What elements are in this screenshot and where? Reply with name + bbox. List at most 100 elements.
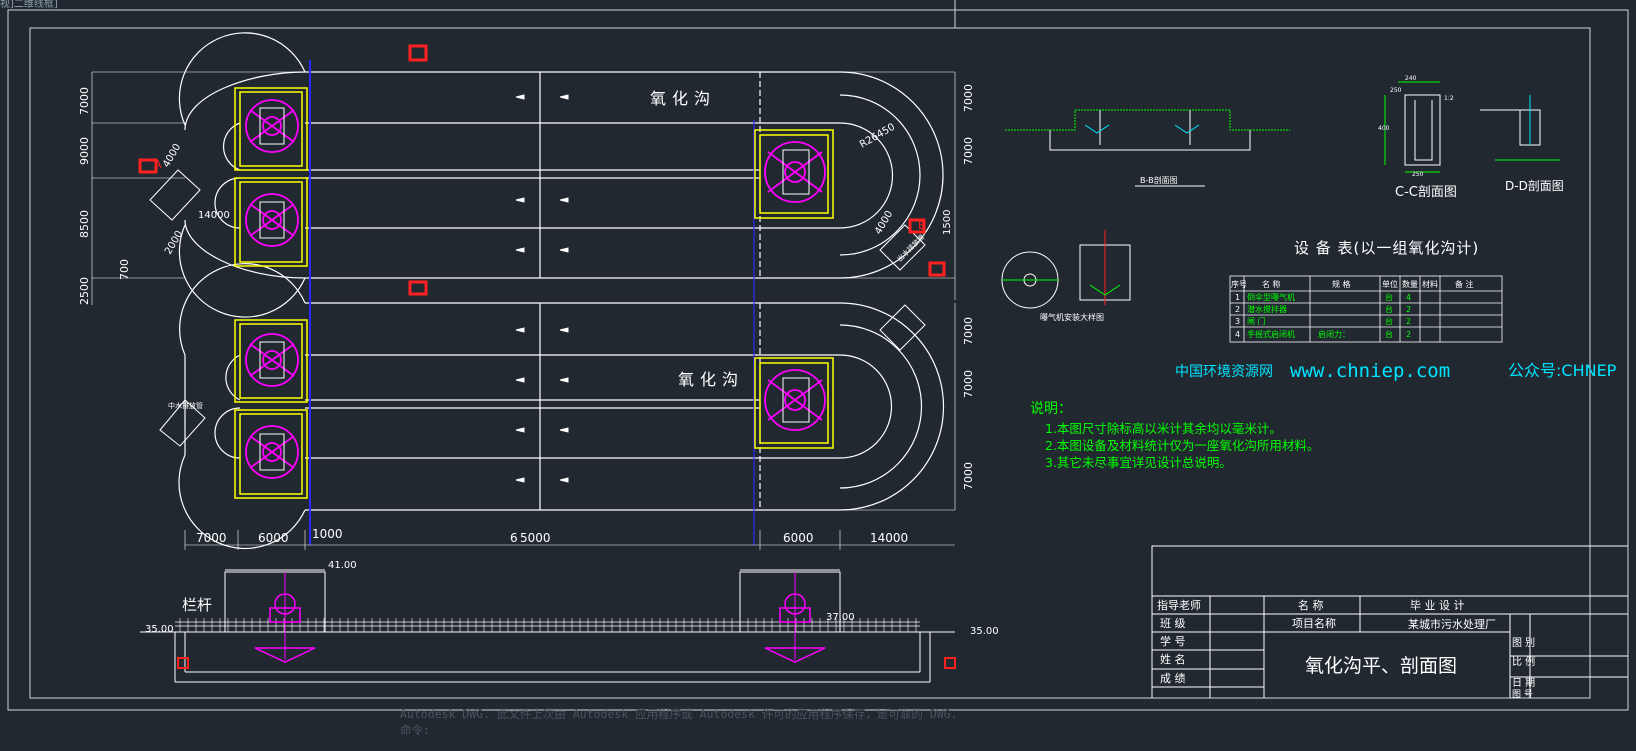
section-red-marker-right	[944, 657, 956, 669]
section-cc-title: C-C剖面图	[1395, 185, 1457, 200]
inlet-dimensions: 4000 14000 2000	[161, 142, 230, 257]
equipment-table	[1229, 275, 1503, 343]
tb-name-col-label: 名 称	[1298, 598, 1324, 612]
dim-right-2: 7000	[962, 137, 975, 165]
section-bb-title: B-B剖面图	[1140, 175, 1178, 185]
eq-row-4-spec: 启闭力：	[1318, 329, 1350, 339]
bottom-dimensions: 7000 6000 1000 6 5000 6000 14000	[196, 527, 908, 545]
eq-row-2-name: 潜水搅拌器	[1247, 304, 1287, 314]
dim-bottom-2: 6000	[258, 531, 289, 545]
tb-drawing-title: 氧化沟平、剖面图	[1305, 655, 1457, 677]
window-tab[interactable]: 视]二维线框]	[0, 0, 58, 10]
dim-cc-3: 250	[1412, 171, 1424, 178]
elev-mid: 37.00	[826, 612, 855, 623]
eq-row-3-no: 3	[1235, 317, 1240, 326]
tb-drawing-no-label: 图 别	[1512, 637, 1535, 649]
dim-cc-5: 1:2	[1444, 95, 1454, 102]
dim-left-5: 700	[118, 259, 131, 280]
eq-row-2-no: 2	[1235, 305, 1240, 314]
eq-row-1-qty: 4	[1406, 293, 1411, 302]
eq-header-remark: 备 注	[1455, 279, 1474, 289]
tb-plant-name: 某城市污水处理厂	[1408, 617, 1496, 631]
dim-bottom-4: 6	[510, 531, 518, 545]
eq-header-spec: 规 格	[1332, 279, 1351, 289]
notes-item-3: 3.其它未尽事宜详见设计总说明。	[1045, 455, 1232, 470]
ditch-label-upper: 氧化沟	[650, 89, 716, 108]
section-dd-title: D-D剖面图	[1505, 179, 1564, 193]
eq-row-1-name: 倒伞型曝气机	[1247, 292, 1295, 302]
tb-name-label: 姓 名	[1160, 652, 1186, 666]
eq-row-2-unit: 台	[1385, 304, 1393, 314]
dim-bottom-5: 5000	[520, 531, 551, 545]
tb-class-label: 班 级	[1160, 617, 1186, 630]
dim-bottom-6: 6000	[783, 531, 814, 545]
dim-outlet-2: 1500	[942, 210, 953, 235]
dim-bottom-7: 14000	[870, 531, 908, 545]
eq-row-4-no: 4	[1235, 330, 1240, 339]
eq-row-2-qty: 2	[1406, 305, 1411, 314]
aerator-group	[234, 87, 834, 499]
elev-left: 35.00	[145, 624, 174, 635]
right-dimensions: 7000 7000 7000 7000 7000	[962, 84, 975, 490]
oxidation-ditch-plan-upper	[91, 32, 956, 318]
tb-design-title: 毕 业 设 计	[1410, 599, 1465, 612]
dim-left-1: 7000	[78, 87, 91, 115]
eq-row-3-unit: 台	[1385, 316, 1393, 326]
eq-row-4-name: 手摇式启闭机	[1247, 329, 1295, 339]
dim-bottom-1: 7000	[196, 531, 227, 545]
dim-cc-1: 240	[1405, 75, 1417, 82]
oxidation-ditch-plan-lower	[178, 263, 956, 550]
outlet-dimensions: 4000 1500 R26450	[858, 122, 953, 237]
title-block-text: 指导老师 班 级 学 号 姓 名 成 绩 名 称 项目名称 毕 业 设 计 某城…	[1157, 598, 1535, 700]
drawing-frame	[7, 0, 1629, 711]
equipment-table-title: 设 备 表(以一组氧化沟计)	[1294, 239, 1479, 257]
section-cc-dims: 240 250 250 400 1:2	[1378, 75, 1454, 178]
eq-header-no: 序号	[1231, 279, 1247, 289]
tb-scale-label: 比 例	[1512, 655, 1535, 668]
railing-label: 栏杆	[182, 596, 212, 614]
eq-header-mat: 材料	[1422, 279, 1438, 289]
status-line-1: Autodesk DWG. 此文件上次由 Autodesk 应用程序或 Auto…	[400, 707, 958, 721]
plan-bottom-dimension-line	[184, 530, 955, 550]
eq-row-4-qty: 2	[1406, 330, 1411, 339]
dim-cc-4: 400	[1378, 125, 1390, 132]
eq-row-3-name: 闸 门	[1247, 316, 1266, 326]
watermark-wechat: 公众号:CHNEP	[1508, 361, 1617, 380]
longitudinal-section	[140, 569, 955, 683]
notes-title: 说明：	[1030, 401, 1072, 417]
dim-cc-2: 250	[1390, 87, 1402, 94]
flow-arrows	[515, 94, 569, 483]
eq-row-4-unit: 台	[1385, 329, 1393, 339]
notes-item-1: 1.本图尺寸除标高以米计其余均以毫米计。	[1045, 421, 1282, 436]
equipment-table-rows: 1 倒伞型曝气机 台 4 2 潜水搅拌器 台 2 3 闸 门 台 2 4 手摇式…	[1235, 292, 1411, 339]
dim-inlet-3: 2000	[163, 229, 185, 257]
left-dimensions: 7000 9000 8500 2500 700	[78, 87, 131, 305]
command-line-status[interactable]: Autodesk DWG. 此文件上次由 Autodesk 应用程序或 Auto…	[400, 706, 1080, 746]
title-block	[1151, 545, 1628, 698]
section-cut-markers	[138, 44, 946, 296]
tb-advisor-label: 指导老师	[1157, 598, 1201, 612]
dim-inlet-2: 14000	[198, 210, 230, 221]
dim-bottom-3: 1000	[312, 527, 343, 541]
dim-outlet-3: R26450	[858, 122, 897, 151]
tb-sheet-no-label: 图 号	[1512, 689, 1533, 700]
eq-row-1-no: 1	[1235, 293, 1240, 302]
tb-student-id-label: 学 号	[1160, 634, 1186, 648]
dim-right-3: 7000	[962, 317, 975, 345]
eq-header-qty: 数量	[1402, 279, 1418, 289]
section-bb-drawing	[1005, 109, 1290, 187]
section-marker-b: B	[918, 219, 926, 232]
eq-header-name: 名 称	[1262, 279, 1281, 289]
dim-left-3: 8500	[78, 210, 91, 238]
eq-header-unit: 单位	[1382, 279, 1398, 289]
dim-left-2: 9000	[78, 137, 91, 165]
centerline-left	[309, 60, 755, 545]
elev-right: 35.00	[970, 626, 999, 637]
dim-right-1: 7000	[962, 84, 975, 112]
tb-date-label: 日 期	[1512, 677, 1535, 689]
equipment-table-text: 序号 名 称 规 格 单位 数量 材料 备 注	[1231, 279, 1474, 289]
section-cc-drawing	[1384, 81, 1441, 173]
tb-grade-label: 成 绩	[1160, 672, 1186, 685]
dim-left-4: 2500	[78, 277, 91, 305]
